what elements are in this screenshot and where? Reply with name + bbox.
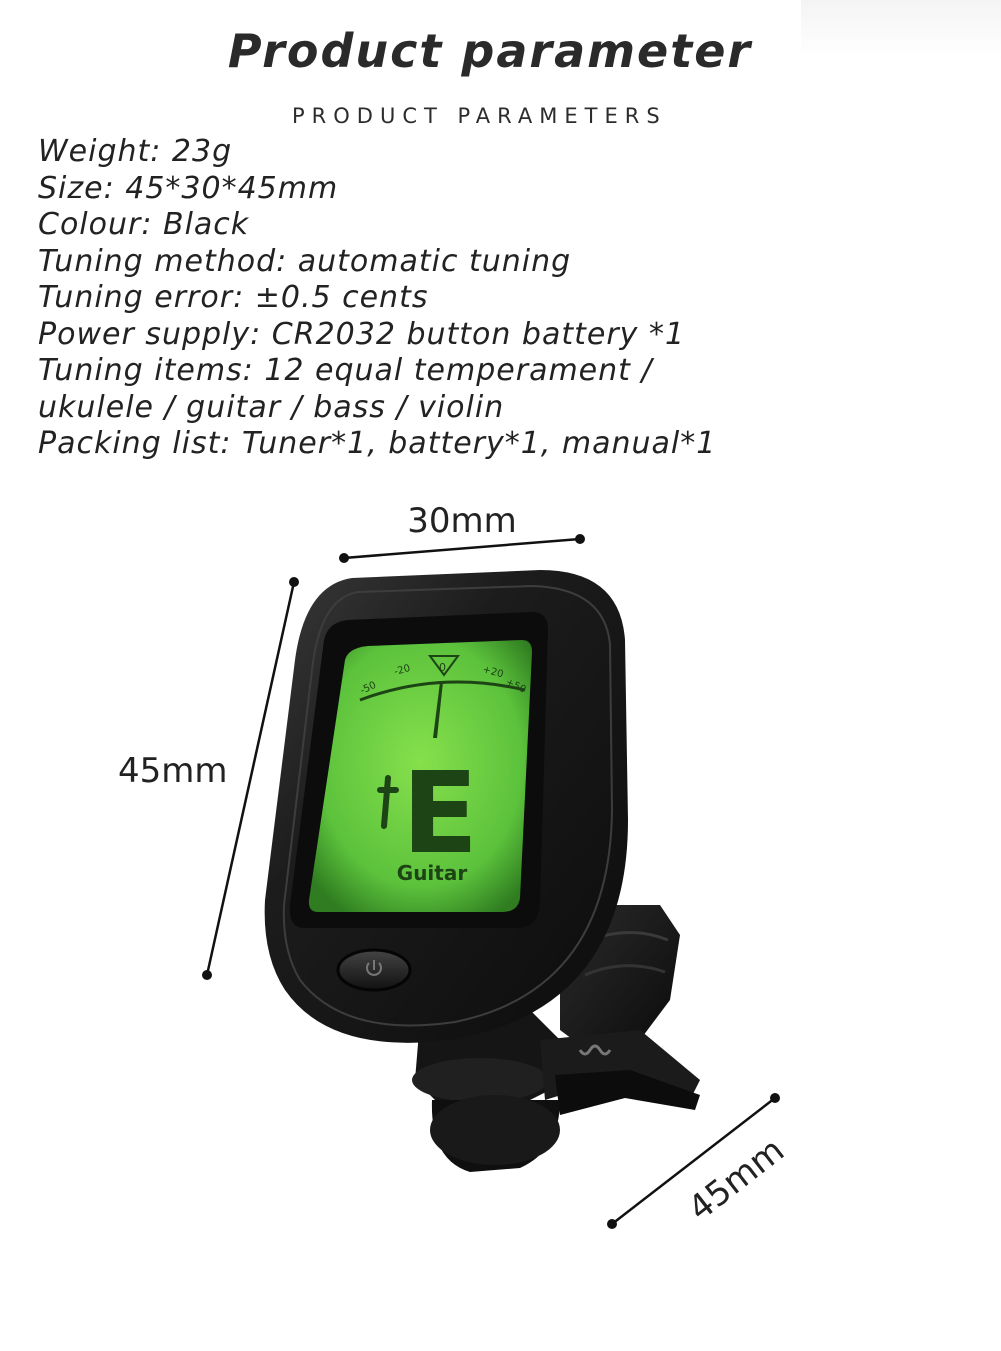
tuner-product-image: 30mm 45mm 45mm bbox=[118, 501, 792, 1229]
dimension-height-label: 45mm bbox=[118, 751, 228, 791]
page-title: Product parameter bbox=[227, 24, 753, 78]
parameter-list: Weight: 23g Size: 45*30*45mm Colour: Bla… bbox=[38, 134, 716, 463]
tuner-display: -50 -20 0 +20 +50 E Guitar bbox=[359, 655, 528, 885]
tuner-body bbox=[264, 570, 628, 1043]
needle-icon bbox=[433, 682, 443, 738]
param-size: Size: 45*30*45mm bbox=[38, 170, 339, 206]
scale-minus-20: -20 bbox=[393, 663, 412, 678]
param-weight: Weight: 23g bbox=[38, 134, 233, 169]
scale-plus-20: +20 bbox=[481, 664, 504, 680]
page-subtitle: PRODUCT PARAMETERS bbox=[292, 104, 667, 128]
tuner-screen bbox=[308, 640, 532, 912]
scale-zero: 0 bbox=[439, 661, 446, 674]
center-triangle-icon bbox=[428, 655, 460, 677]
dimension-depth-label: 45mm bbox=[681, 1130, 792, 1229]
dimension-width-label: 30mm bbox=[407, 501, 517, 541]
power-button[interactable] bbox=[336, 948, 412, 992]
tuner-clip bbox=[412, 905, 700, 1172]
dimension-width: 30mm bbox=[339, 501, 585, 563]
power-icon bbox=[366, 960, 382, 976]
param-tuning-method: Tuning method: automatic tuning bbox=[38, 243, 572, 279]
param-tuning-items-cont: ukulele / guitar / bass / violin bbox=[38, 389, 505, 425]
dimension-height: 45mm bbox=[118, 577, 299, 980]
dimension-depth: 45mm bbox=[607, 1093, 792, 1229]
param-tuning-items: Tuning items: 12 equal temperament / bbox=[38, 353, 653, 388]
param-tuning-error: Tuning error: ±0.5 cents bbox=[38, 280, 429, 315]
tuner-mode-label: Guitar bbox=[397, 861, 468, 885]
param-colour: Colour: Black bbox=[38, 207, 250, 242]
tuner-note: E bbox=[402, 749, 479, 879]
param-power-supply: Power supply: CR2032 button battery *1 bbox=[38, 316, 686, 352]
background-fade bbox=[801, 0, 1001, 60]
param-packing-list: Packing list: Tuner*1, battery*1, manual… bbox=[38, 426, 717, 461]
